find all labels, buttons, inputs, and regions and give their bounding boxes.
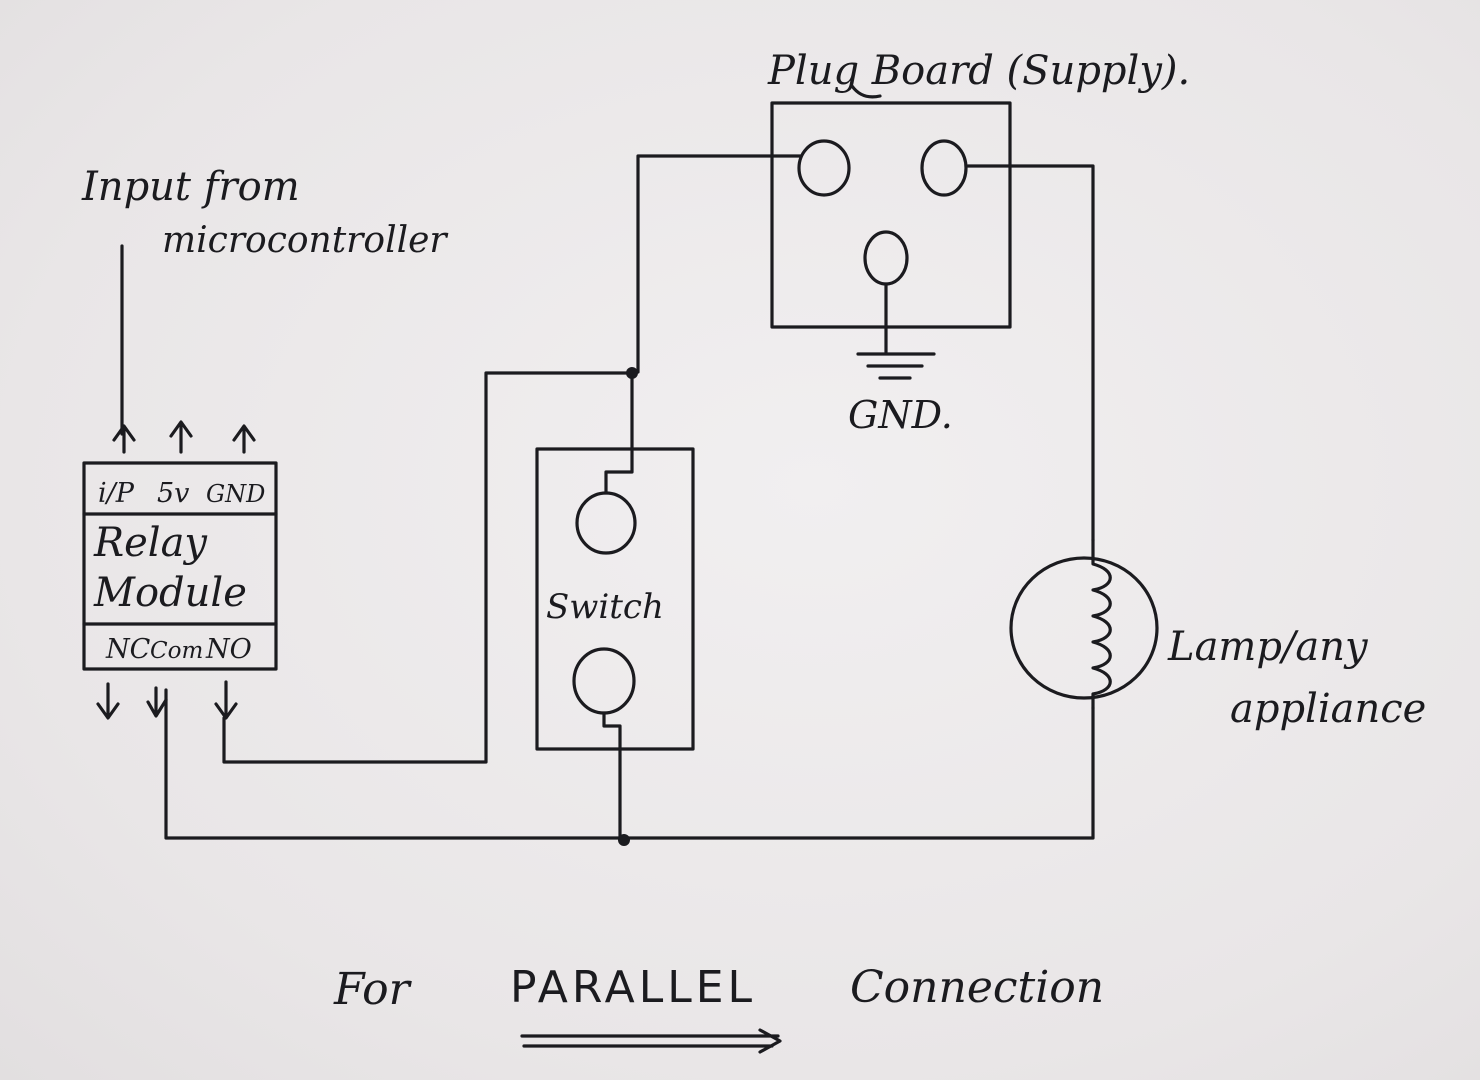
caption-connection: Connection (850, 962, 1104, 1013)
lamp-bulb (1009, 556, 1159, 700)
junction-node-bottom (618, 834, 630, 846)
arrow-down-nc (96, 682, 120, 720)
junction-node-top (626, 367, 638, 379)
wire-relay-no-to-switch-node (222, 371, 634, 764)
lamp-label-line1: Lamp/any (1167, 624, 1369, 670)
relay-pin-nc: NC (105, 634, 151, 665)
ground-symbol: GND. (848, 282, 953, 437)
caption-parallel: PARALLEL (510, 962, 756, 1013)
lamp-filament (1091, 538, 1112, 710)
arrow-up-ip (112, 424, 136, 454)
plug-socket-earth (863, 230, 909, 286)
lamp-label-line2: appliance (1230, 686, 1426, 732)
input-label-line1: Input from (81, 164, 300, 210)
switch-terminal-top (575, 491, 637, 555)
plug-board-box (770, 101, 1012, 329)
relay-pin-5v: 5v (157, 478, 189, 509)
input-label-line2: microcontroller (162, 220, 448, 261)
relay-pin-arrows (96, 420, 256, 720)
plug-board: Plug Board (Supply). (767, 48, 1190, 329)
lamp: Lamp/any appliance (1009, 538, 1426, 732)
relay-pin-gnd: GND (206, 480, 265, 508)
arrow-up-5v (169, 420, 193, 454)
wire-plug-right-to-lamp (966, 164, 1095, 542)
gnd-label: GND. (848, 393, 953, 437)
plug-board-label: Plug Board (Supply). (767, 48, 1190, 94)
wire-node-to-switch-top (604, 371, 634, 495)
caption-for: For (333, 964, 413, 1015)
switch-box (535, 447, 695, 751)
plug-socket-right (920, 139, 968, 197)
relay-module-box (82, 461, 278, 671)
wire-plug-left-to-switch-node (636, 154, 802, 374)
relay-pin-com: Com (150, 638, 203, 664)
wire-lamp-to-bottom-node (624, 706, 1095, 840)
wire-switch-bottom-to-node (602, 711, 622, 840)
switch: Switch (535, 447, 695, 751)
wire-bottom-node-to-relay-com (164, 688, 628, 840)
relay-pin-ip: i/P (98, 478, 135, 509)
relay-label-line1: Relay (93, 520, 208, 566)
arrow-up-gnd (232, 424, 256, 454)
relay-pin-no: NO (205, 634, 252, 665)
plug-board-underline (850, 84, 882, 99)
relay-module: i/P 5v GND Relay Module NC Com NO (82, 461, 278, 671)
switch-terminal-bottom (572, 647, 636, 715)
caption: For PARALLEL Connection (333, 962, 1104, 1054)
arrow-down-no (214, 680, 238, 720)
microcontroller-input: Input from microcontroller (81, 164, 448, 436)
caption-arrow-underline (520, 1028, 782, 1054)
plug-socket-left (797, 139, 851, 197)
relay-label-line2: Module (93, 570, 247, 616)
switch-label: Switch (546, 587, 664, 627)
wiring (164, 154, 1095, 846)
arrow-down-com (146, 686, 168, 718)
